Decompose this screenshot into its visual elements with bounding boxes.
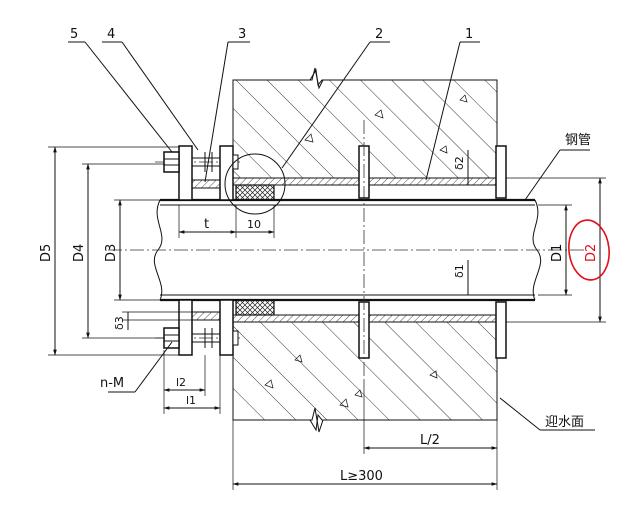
horizontal-dimensions — [163, 205, 498, 490]
dim-l1: l1 — [186, 394, 196, 407]
callout-2: 2 — [375, 27, 383, 42]
flange-assembly-bottom — [163, 299, 275, 356]
dim-D2: D2 — [584, 244, 599, 262]
bolts-label: n-M — [100, 376, 124, 391]
dim-delta2: δ2 — [453, 156, 466, 170]
dim-D1: D1 — [550, 244, 565, 262]
vertical-dimensions — [48, 146, 192, 356]
dim-l2: l2 — [176, 376, 186, 389]
dim-D5: D5 — [39, 244, 54, 262]
flange-assembly-top — [163, 145, 275, 201]
water-face-label: 迎水面 — [545, 415, 584, 430]
right-dimensions — [467, 150, 606, 323]
dim-delta1: δ1 — [453, 264, 466, 278]
dim-D4: D4 — [72, 244, 87, 262]
callout-4: 4 — [107, 27, 115, 42]
callout-3: 3 — [238, 27, 246, 42]
callout-1: 1 — [465, 27, 473, 42]
dim-10: 10 — [247, 218, 261, 231]
dim-delta3: δ3 — [113, 316, 126, 330]
concrete-wall — [232, 67, 498, 433]
callout-leaders — [68, 41, 595, 431]
detail-circle — [224, 153, 286, 215]
callout-5: 5 — [70, 27, 78, 42]
dim-half-L: L/2 — [420, 433, 440, 448]
steel-pipe-label: 钢管 — [565, 133, 591, 148]
dim-L: L≥300 — [340, 469, 383, 484]
dim-t: t — [204, 217, 209, 232]
dim-D3: D3 — [104, 244, 119, 262]
highlight-circle — [568, 219, 610, 281]
